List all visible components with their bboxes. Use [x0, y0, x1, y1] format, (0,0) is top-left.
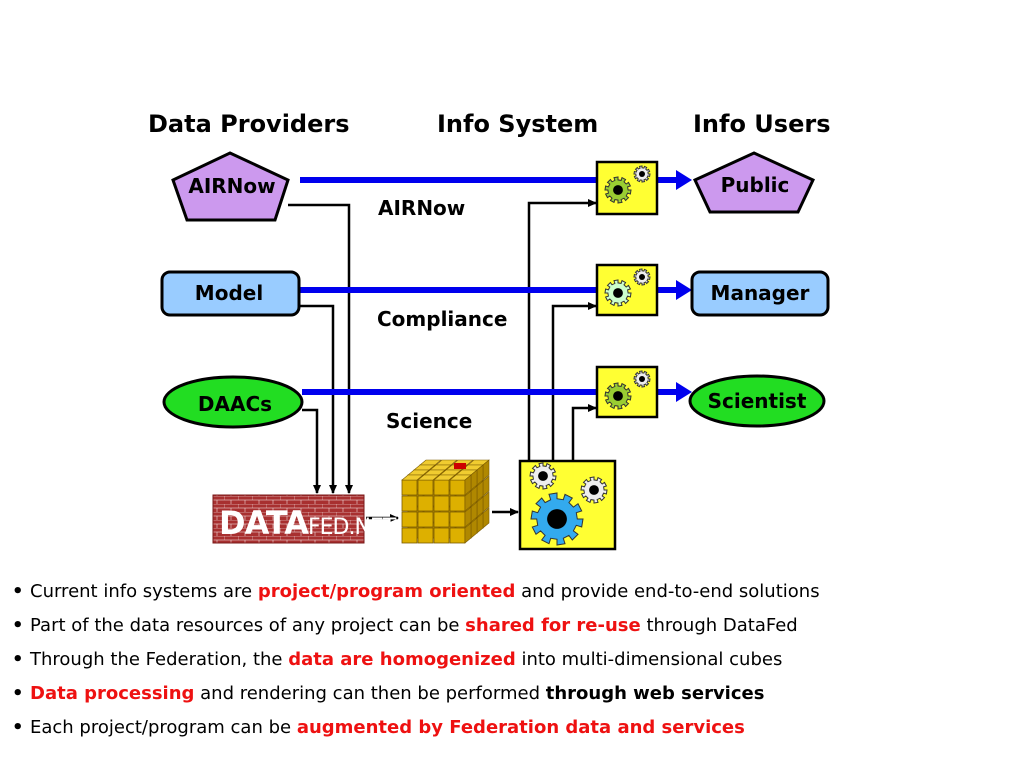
bullet-item: • Each project/program can be augmented b…	[12, 714, 1012, 748]
bullet-list: • Current info systems are project/progra…	[12, 578, 1012, 748]
bullet-text-part: Through the Federation, the	[30, 649, 289, 670]
provider-airnow-label: AIRNow	[188, 174, 275, 198]
line-processing-to-compliance-system	[551, 302, 597, 462]
bullet-text-part: and provide end-to-end solutions	[515, 581, 820, 602]
bullet-dot-icon: •	[12, 717, 24, 738]
bullet-text-part: Each project/program can be	[30, 717, 297, 738]
gear-box-compliance-icon	[595, 263, 659, 317]
provider-airnow-pentagon	[171, 151, 290, 222]
bullet-item: • Through the Federation, the data are ho…	[12, 646, 1012, 680]
bullet-text-part: through web services	[545, 683, 765, 704]
datafed-logo: DATAFED.NET	[212, 494, 398, 544]
feed-airnow-to-datafed	[288, 203, 353, 494]
bullet-dot-icon: •	[12, 649, 24, 670]
header-info-users: Info Users	[693, 110, 830, 138]
bullet-item: • Data processing and rendering can then …	[12, 680, 1012, 714]
bullet-dot-icon: •	[12, 615, 24, 636]
bullet-text-part: data are homogenized	[288, 649, 516, 670]
bullet-text-part: into multi-dimensional cubes	[515, 649, 783, 670]
gear-box-airnow-icon	[595, 160, 659, 216]
system-airnow-label: AIRNow	[378, 196, 465, 220]
datafed-logo-text: DATAFED.NET	[219, 504, 397, 542]
user-manager-label: Manager	[711, 281, 810, 305]
bullet-text-part: and rendering can then be performed	[194, 683, 546, 704]
header-data-providers: Data Providers	[148, 110, 350, 138]
system-compliance-label: Compliance	[377, 307, 507, 331]
bullet-item: • Part of the data resources of any proje…	[12, 612, 1012, 646]
feed-model-to-datafed	[300, 304, 337, 494]
bullet-dot-icon: •	[12, 683, 24, 704]
system-science-label: Science	[386, 409, 472, 433]
line-processing-to-airnow-system	[527, 199, 597, 462]
user-manager-box	[690, 270, 830, 317]
header-info-system: Info System	[437, 110, 598, 138]
flow-arrowhead-scientist	[676, 382, 692, 402]
user-scientist-ellipse	[688, 374, 826, 428]
bullet-text-part: shared for re-use	[465, 615, 641, 636]
processing-gear-box-icon	[518, 459, 617, 551]
bullet-text-part: Part of the data resources of any projec…	[30, 615, 466, 636]
provider-daacs-ellipse	[162, 375, 304, 429]
bullet-item: • Current info systems are project/progra…	[12, 578, 1012, 612]
provider-model-label: Model	[195, 281, 263, 305]
gear-box-science-icon	[595, 365, 659, 419]
bullet-text-part: through DataFed	[640, 615, 798, 636]
user-public-label: Public	[721, 173, 790, 197]
data-cube-stack-icon	[401, 459, 490, 544]
user-scientist-label: Scientist	[708, 389, 807, 413]
bullet-text-part: project/program oriented	[257, 581, 516, 602]
bullet-text-part: Data processing	[30, 683, 195, 704]
bullet-text-part: Current info systems are	[30, 581, 258, 602]
line-processing-to-science-system	[571, 404, 597, 462]
provider-daacs-label: DAACs	[198, 392, 272, 416]
flow-arrowhead-manager	[676, 280, 692, 300]
user-public-pentagon	[692, 151, 816, 214]
bullet-text-part: augmented by Federation data and service…	[296, 717, 745, 738]
provider-model-box	[160, 270, 301, 317]
feed-daacs-to-datafed	[302, 408, 321, 494]
bullet-dot-icon: •	[12, 581, 24, 602]
flow-arrowhead-public	[676, 170, 692, 190]
